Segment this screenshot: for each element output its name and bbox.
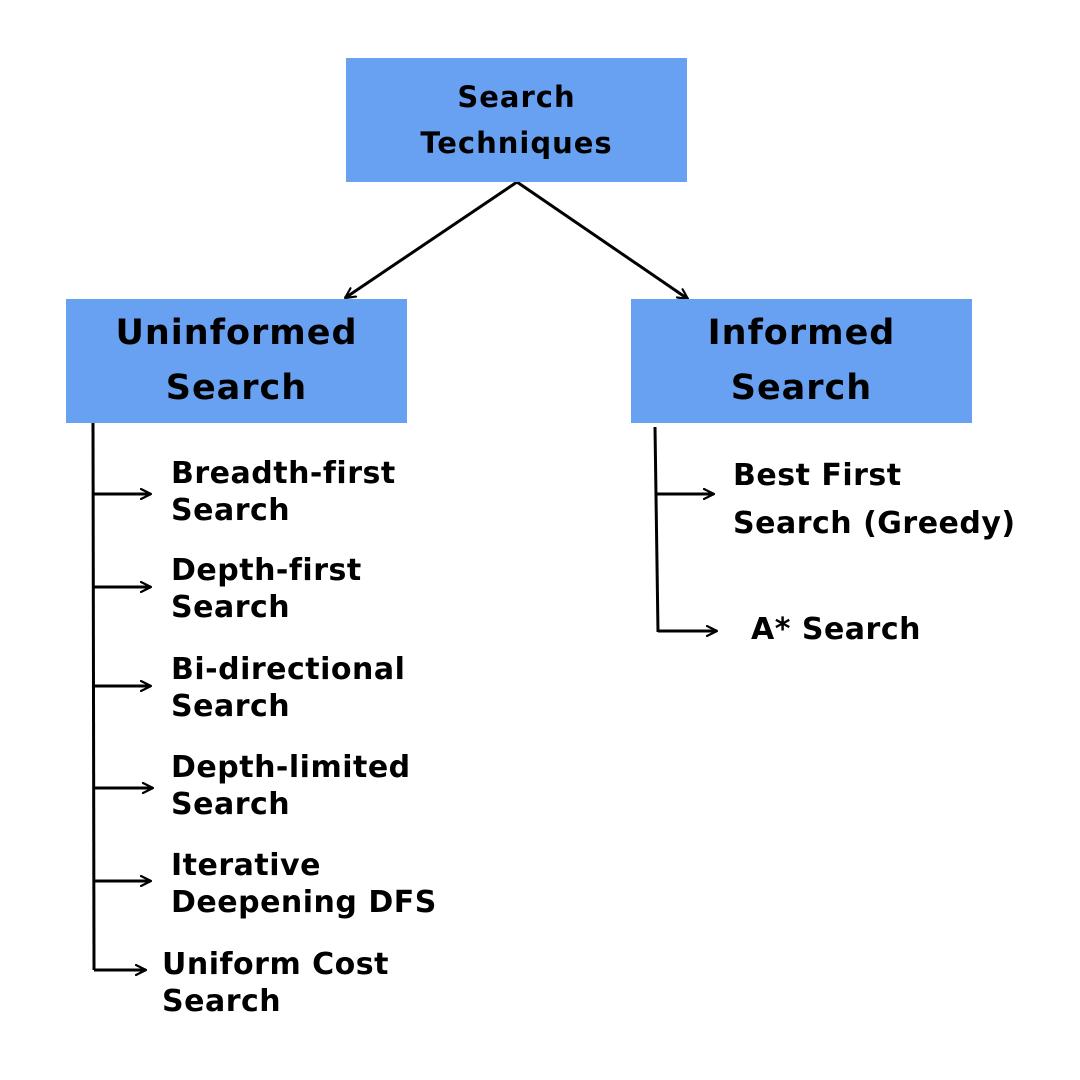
leaf-uniform-cost-search: Uniform Cost Search (162, 947, 389, 1019)
root-node-label: Search Techniques (420, 80, 613, 160)
uninformed-node-label: Uninformed Search (115, 313, 358, 408)
leaf-breadth-first-search: Breadth-first Search (171, 456, 396, 528)
arrow-root-to-uninformed (345, 180, 518, 300)
leaf-depth-first-search: Depth-first Search (171, 553, 362, 625)
root-node-search-techniques: Search Techniques (346, 58, 687, 182)
leaf-depth-limited-search: Depth-limited Search (171, 750, 411, 822)
leaf-iterative-deepening-dfs: Iterative Deepening DFS (171, 848, 437, 920)
leaf-best-first-search: Best First Search (Greedy) (733, 458, 1016, 541)
uninformed-trunk-line (91, 422, 96, 971)
leaf-a-star-search: A* Search (751, 612, 921, 647)
informed-trunk-line (653, 426, 660, 633)
node-uninformed-search: Uninformed Search (66, 299, 407, 423)
node-informed-search: Informed Search (631, 299, 972, 423)
informed-node-label: Informed Search (707, 313, 896, 408)
arrow-root-to-informed (516, 180, 688, 301)
leaf-bi-directional-search: Bi-directional Search (171, 652, 406, 724)
